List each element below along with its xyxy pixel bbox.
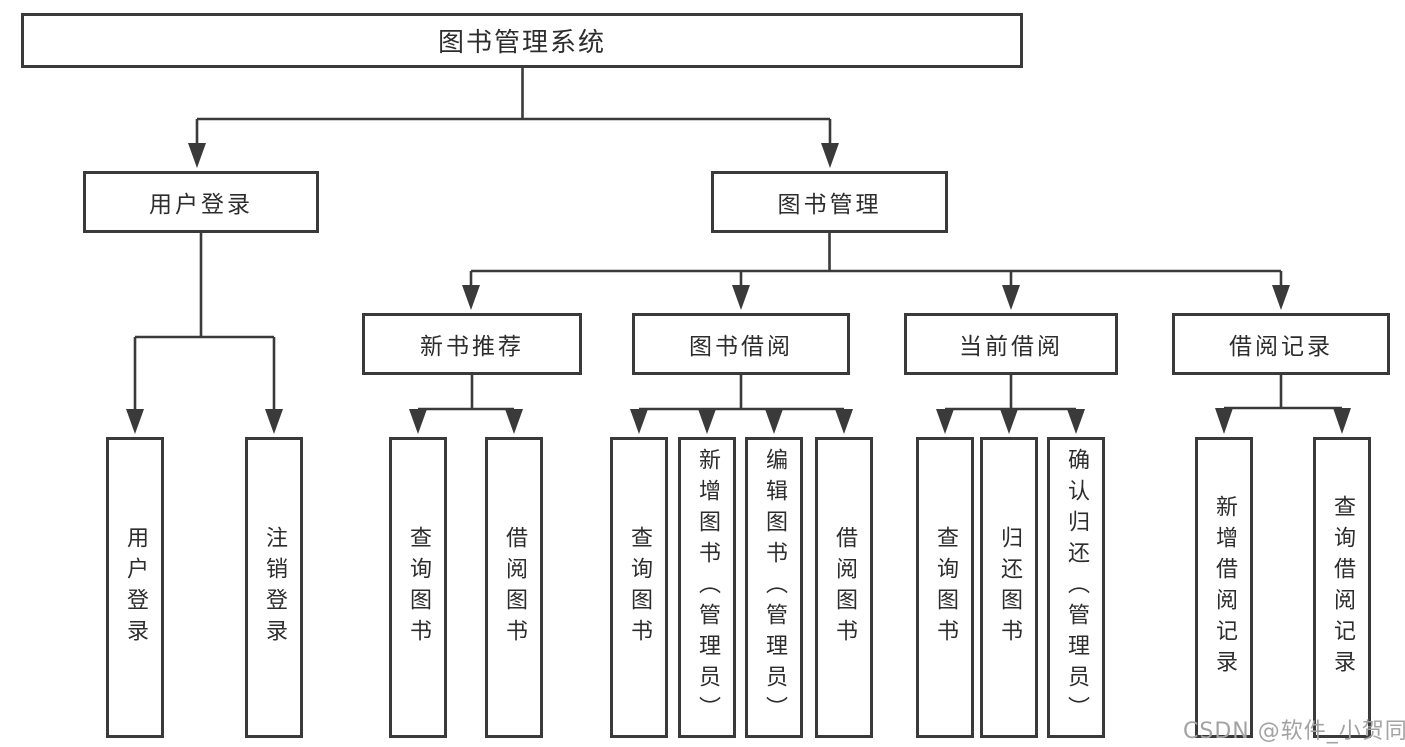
leaf-borrow-query-books: 查询图书 (610, 437, 668, 738)
connector-manage-branch (469, 233, 1283, 286)
arrowheads (126, 143, 1351, 434)
node-new-book-recommend: 新书推荐 (362, 313, 582, 375)
leaf-user-login: 用户登录 (106, 437, 164, 738)
node-root-label: 图书管理系统 (437, 28, 606, 58)
watermark: CSDN @软件_小贺同学 (1183, 719, 1405, 744)
leaf-add-books-admin: 新增图书（管理员） (678, 437, 736, 738)
node-borrow-records-label: 借阅记录 (1229, 334, 1333, 360)
leaf-current-query-books: 查询图书 (916, 437, 974, 738)
node-user-login-label: 用户登录 (149, 192, 253, 218)
leaf-logout: 注销登录 (245, 437, 303, 738)
node-borrow-records: 借阅记录 (1172, 313, 1390, 375)
leaf-confirm-return-admin: 确认归还（管理员） (1047, 437, 1105, 738)
connector-login-branch (133, 233, 276, 410)
leaf-query-borrow-record: 查询借阅记录 (1313, 437, 1371, 738)
node-book-borrow-label: 图书借阅 (689, 334, 793, 360)
node-book-management-label: 图书管理 (777, 192, 882, 218)
leaf-borrow-books-2: 借阅图书 (815, 437, 873, 738)
node-current-borrow: 当前借阅 (904, 313, 1118, 375)
node-root: 图书管理系统 (21, 13, 1023, 68)
leaf-edit-books-admin: 编辑图书（管理员） (745, 437, 803, 738)
connector-root (195, 68, 832, 144)
connector-recommend-branch (416, 375, 516, 411)
connector-current-branch (945, 375, 1076, 411)
leaf-borrow-books: 借阅图书 (485, 437, 543, 738)
node-user-login: 用户登录 (83, 171, 319, 233)
node-book-borrow: 图书借阅 (632, 313, 850, 375)
connector-borrow-branch (639, 375, 844, 411)
leaf-query-books: 查询图书 (389, 437, 447, 738)
node-new-book-recommend-label: 新书推荐 (420, 334, 524, 360)
connector-records-branch (1224, 375, 1342, 410)
leaf-add-borrow-record: 新增借阅记录 (1195, 437, 1253, 738)
leaf-return-books: 归还图书 (980, 437, 1038, 738)
node-book-management: 图书管理 (711, 171, 948, 233)
node-current-borrow-label: 当前借阅 (959, 334, 1063, 360)
